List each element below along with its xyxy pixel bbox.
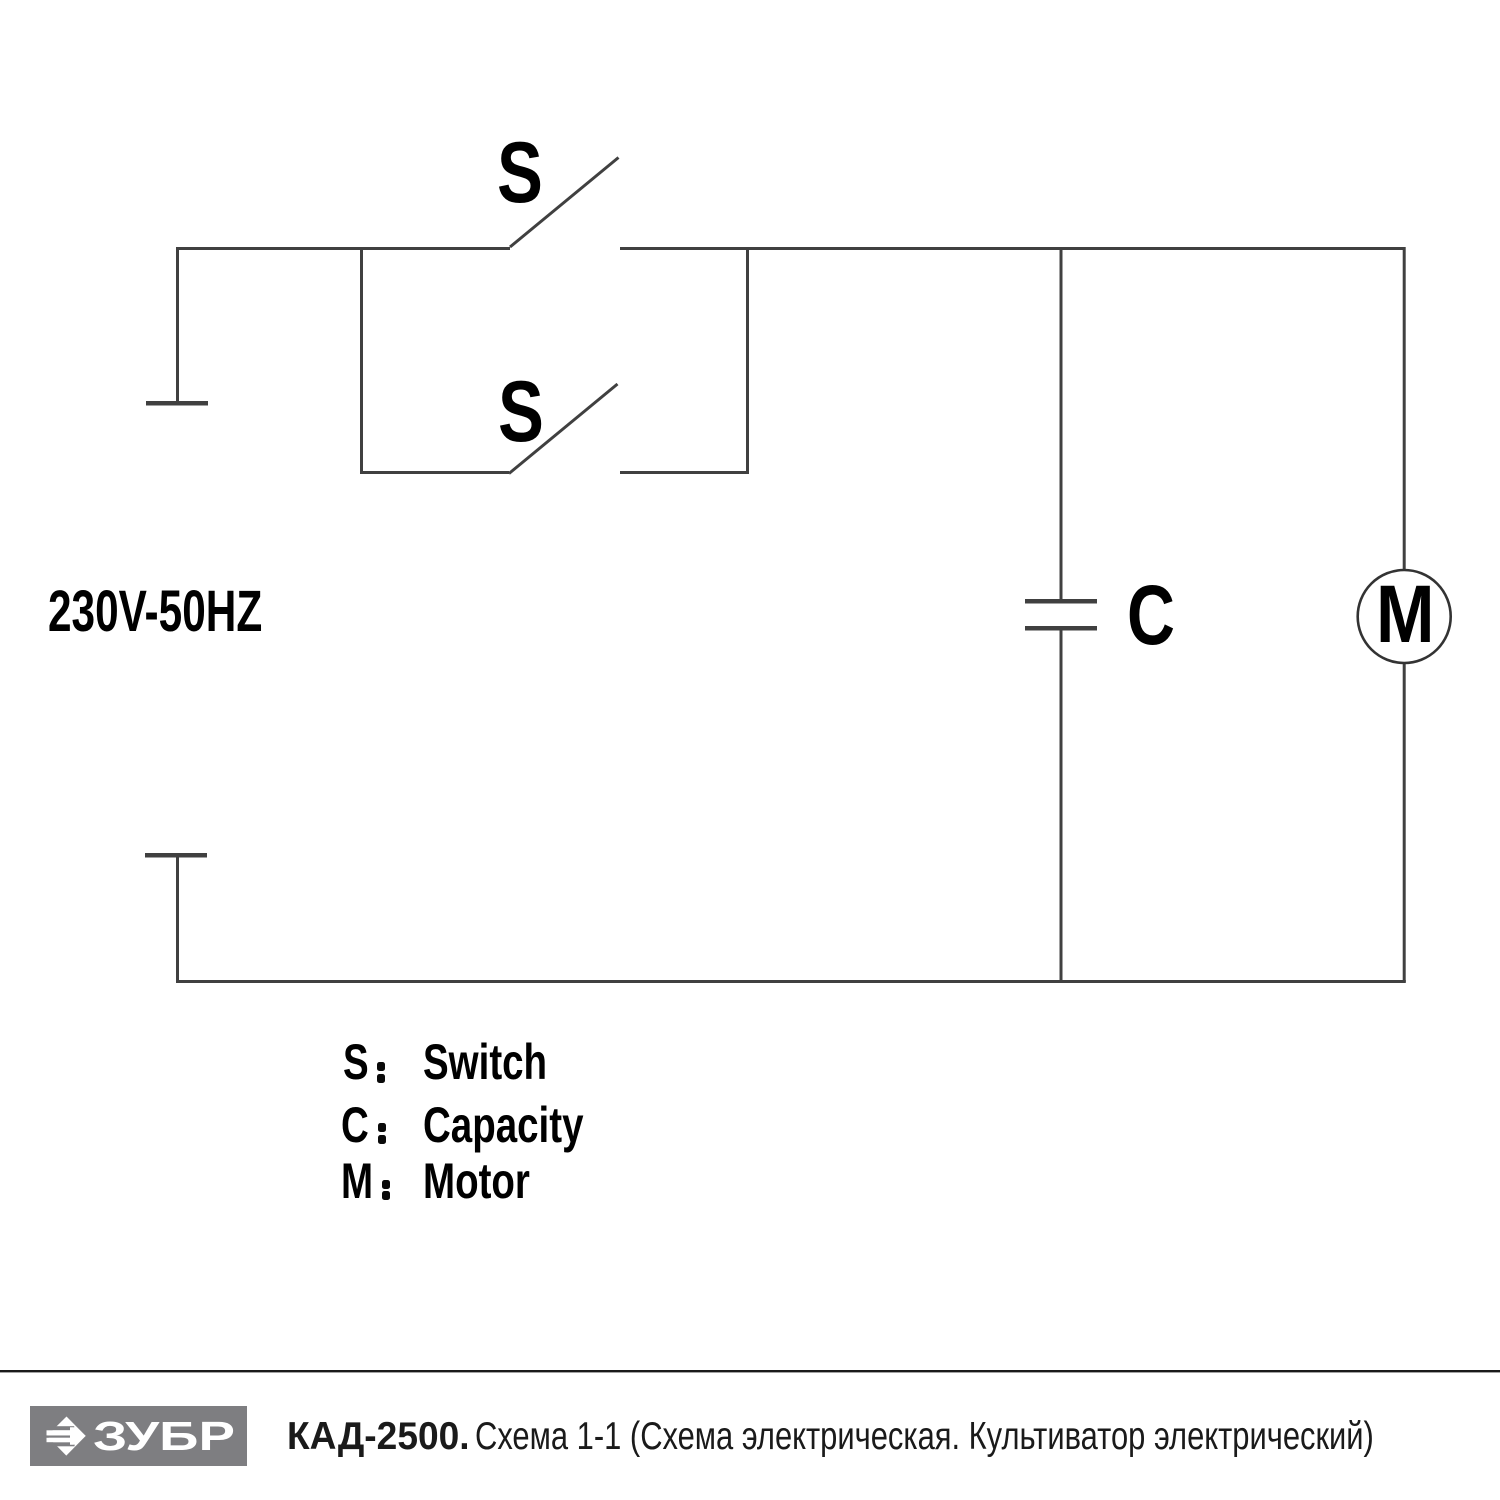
svg-text:ЗУБР: ЗУБР <box>93 1414 235 1459</box>
